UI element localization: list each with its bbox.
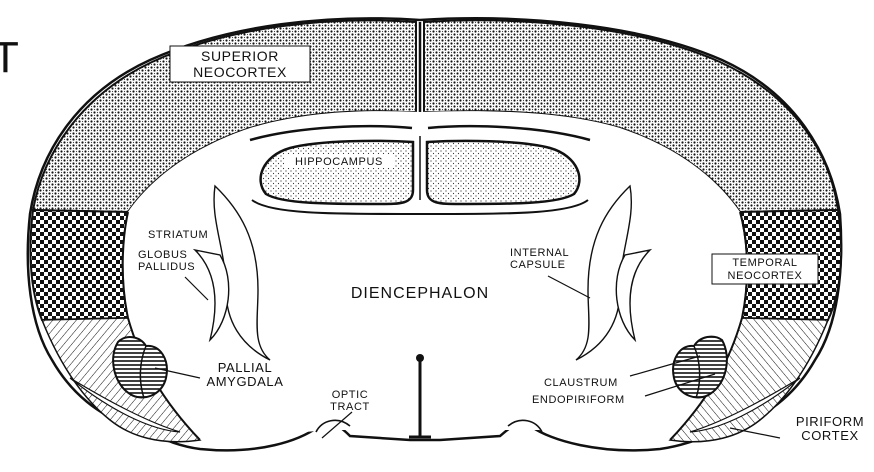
label-hippocampus: HIPPOCAMPUS (284, 154, 394, 168)
svg-text:NEOCORTEX: NEOCORTEX (193, 64, 287, 80)
label-claustrum: CLAUSTRUM (544, 377, 618, 389)
svg-text:TRACT: TRACT (330, 401, 370, 413)
svg-text:TEMPORAL: TEMPORAL (732, 257, 797, 269)
svg-text:CAPSULE: CAPSULE (510, 259, 566, 271)
label-pallial-amygdala: PALLIAL AMYGDALA (206, 360, 283, 389)
label-diencephalon: DIENCEPHALON (351, 285, 489, 302)
svg-text:CORTEX: CORTEX (801, 428, 859, 443)
svg-text:OPTIC: OPTIC (332, 389, 369, 401)
svg-text:HIPPOCAMPUS: HIPPOCAMPUS (295, 156, 383, 168)
label-endopiriform: ENDOPIRIFORM (532, 394, 625, 406)
temporal-neocortex-left (30, 210, 128, 320)
label-striatum: STRIATUM (148, 229, 208, 241)
label-internal-capsule: INTERNAL CAPSULE (510, 247, 569, 271)
svg-text:GLOBUS: GLOBUS (138, 249, 187, 261)
label-temporal-neocortex: TEMPORAL NEOCORTEX (712, 254, 818, 284)
svg-text:SUPERIOR: SUPERIOR (201, 48, 279, 64)
label-globus-pallidus: GLOBUS PALLIDUS (138, 249, 195, 273)
hippocampus-right (427, 141, 579, 204)
edge-letter: T (0, 33, 19, 82)
svg-text:PALLIAL: PALLIAL (218, 360, 273, 375)
svg-text:INTERNAL: INTERNAL (510, 247, 569, 259)
label-piriform-cortex: PIRIFORM CORTEX (796, 414, 864, 443)
svg-text:NEOCORTEX: NEOCORTEX (728, 270, 803, 282)
svg-text:AMYGDALA: AMYGDALA (206, 374, 283, 389)
svg-text:PALLIDUS: PALLIDUS (138, 261, 195, 273)
hippocampus-left (261, 141, 413, 204)
label-optic-tract: OPTIC TRACT (330, 389, 370, 413)
label-superior-neocortex: SUPERIOR NEOCORTEX (170, 46, 310, 82)
svg-text:PIRIFORM: PIRIFORM (796, 414, 864, 429)
